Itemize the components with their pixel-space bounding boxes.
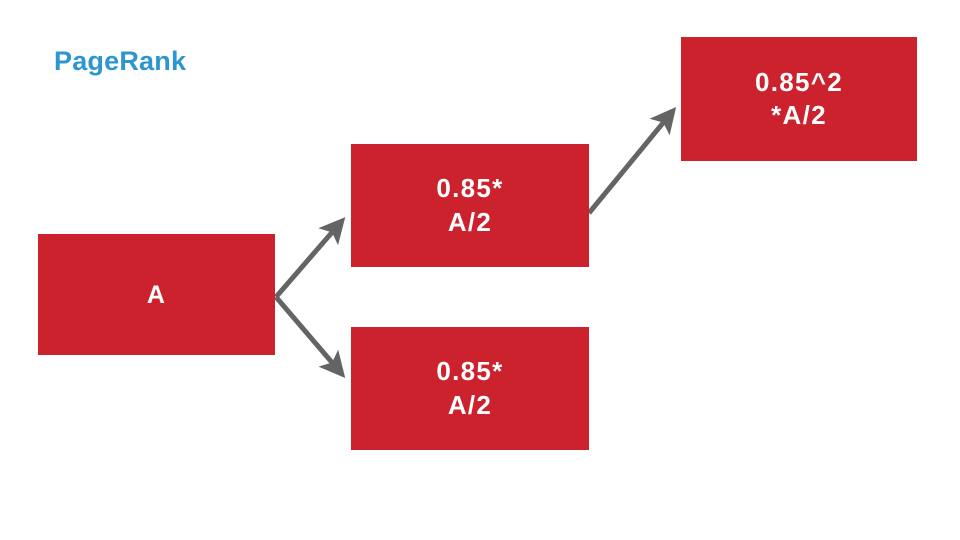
node-upper-child-line-2: A/2 [447,206,493,237]
node-source-a[interactable]: A [38,234,275,355]
node-lower-child[interactable]: 0.85* A/2 [351,327,589,450]
node-upper-child[interactable]: 0.85* A/2 [351,144,589,267]
node-lower-child-line-2: A/2 [447,389,493,420]
page-title: PageRank [54,46,187,76]
node-grandchild[interactable]: 0.85^2 *A/2 [681,37,917,161]
edge-a-to-upper-child-icon [274,217,346,299]
node-lower-child-line-1: 0.85* [436,356,504,387]
node-grandchild-line-1: 0.85^2 [754,66,844,97]
edge-a-to-lower-child-icon [274,295,346,378]
edge-upper-child-to-grandchild-icon [587,106,677,215]
node-upper-child-line-1: 0.85* [436,173,504,204]
node-source-a-line-1: A [146,280,167,309]
node-grandchild-line-2: *A/2 [771,100,827,130]
